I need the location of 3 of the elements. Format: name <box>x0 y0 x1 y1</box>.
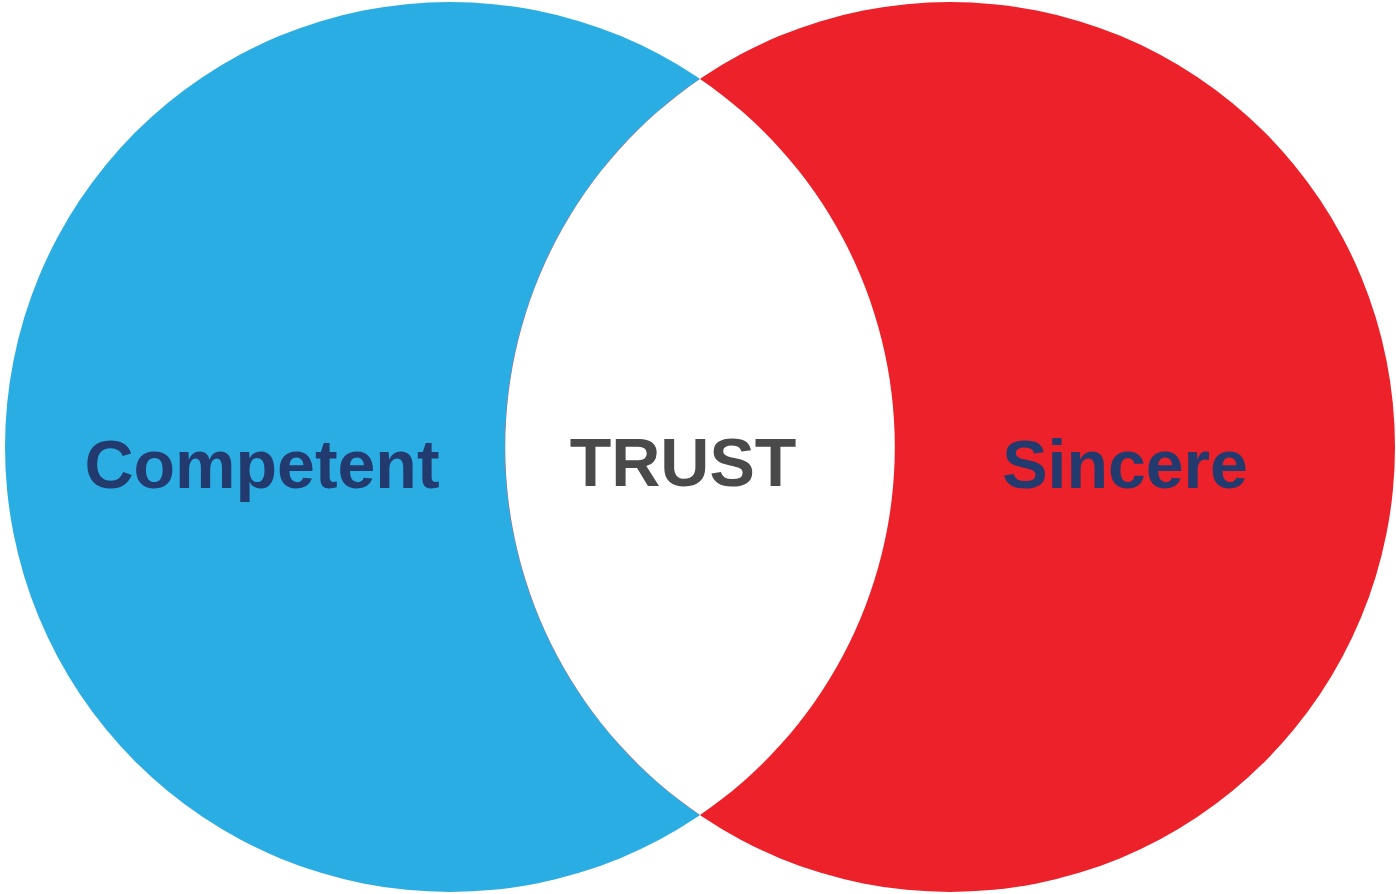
circle-label: Sincere <box>1002 425 1248 503</box>
circle-label: Competent <box>84 425 440 503</box>
circle-label: TRUST <box>569 423 797 501</box>
